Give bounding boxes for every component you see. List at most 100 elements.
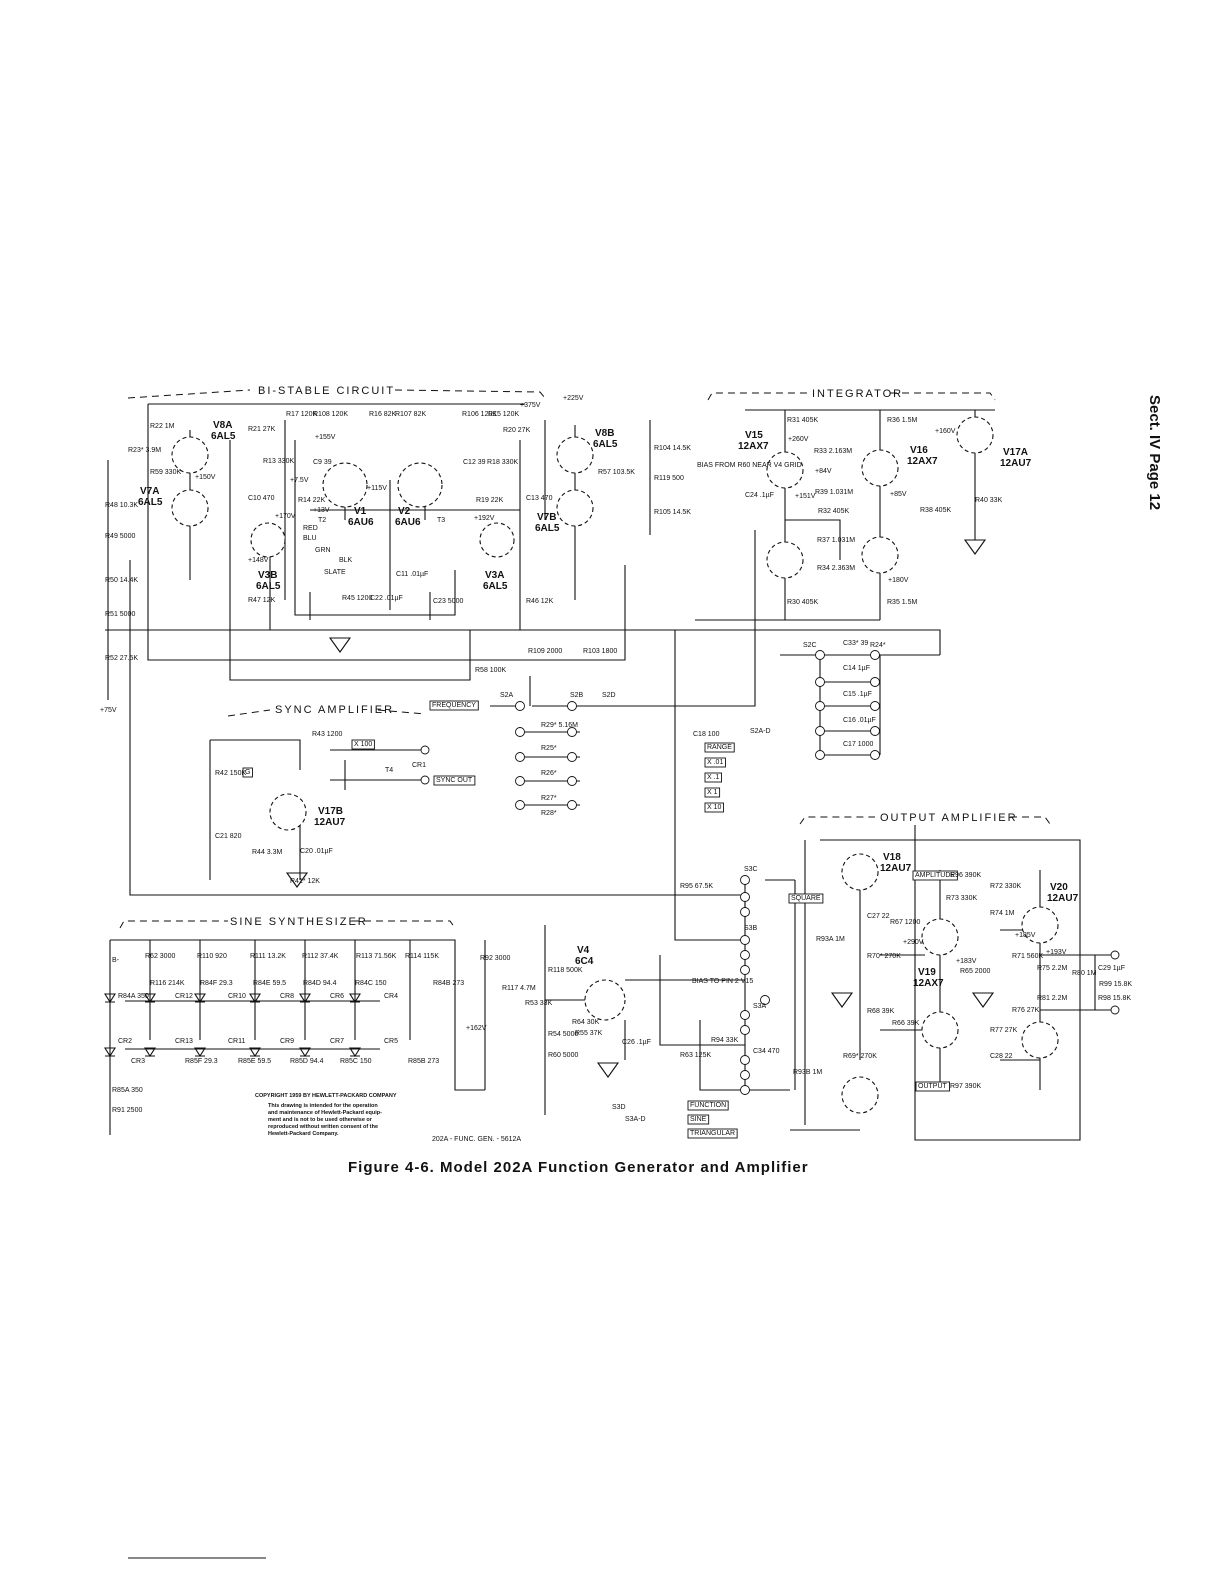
- component-label: R93A 1M: [816, 936, 845, 943]
- output-bracket: [799, 816, 1051, 825]
- component-label: R36 1.5M: [887, 417, 918, 424]
- component-label: R94 33K: [711, 1037, 739, 1044]
- tube-type-v18: 12AU7: [880, 863, 912, 874]
- component-label: CR4: [384, 993, 398, 1000]
- tube-envelope-v15a: [766, 451, 804, 489]
- component-label: X 100: [354, 741, 372, 748]
- tube-type-v8a: 6AL5: [211, 431, 236, 442]
- component-label: R48 10.3K: [105, 502, 138, 509]
- tube-envelope-v2: [397, 462, 443, 508]
- component-label: +84V: [815, 468, 832, 475]
- tube-envelope-v19b: [921, 1011, 959, 1049]
- component-label: R44 3.3M: [252, 849, 283, 856]
- component-label: R93B 1M: [793, 1069, 822, 1076]
- component-label: R54 5000: [548, 1031, 578, 1038]
- component-label: R84C 150: [355, 980, 387, 987]
- component-label: C34 470: [753, 1048, 780, 1055]
- component-label: R42 150K: [215, 770, 246, 777]
- component-label: CR5: [384, 1038, 398, 1045]
- tube-name-v17b: V17B: [318, 806, 343, 817]
- component-label: +85V: [890, 491, 907, 498]
- component-label: R45 1200: [342, 595, 372, 602]
- component-label: R76 27K: [1012, 1007, 1040, 1014]
- component-label: R64 30K: [572, 1019, 600, 1026]
- component-label: +13V: [313, 507, 330, 514]
- component-label: B-: [112, 957, 120, 964]
- component-label: X 1: [707, 789, 718, 796]
- component-label: S2D: [602, 692, 616, 699]
- tube-name-v3a: V3A: [485, 570, 504, 581]
- component-label: +375V: [520, 402, 541, 409]
- component-label: S2B: [570, 692, 584, 699]
- tube-envelope-v7a: [171, 489, 209, 527]
- component-label: R22 1M: [150, 423, 175, 430]
- component-label: R92 3000: [480, 955, 510, 962]
- tube-name-v1: V1: [354, 506, 367, 517]
- component-label: R49 5000: [105, 533, 135, 540]
- tube-type-v2: 6AU6: [395, 517, 421, 528]
- component-label: R98 15.8K: [1098, 995, 1131, 1002]
- component-label: R31 405K: [787, 417, 818, 424]
- diode-ladder: [104, 993, 361, 1058]
- drawing-number: 202A - FUNC. GEN. - 5612A: [432, 1136, 521, 1143]
- tube-envelope-v18b: [841, 1076, 879, 1114]
- component-label: +196V: [0, 0, 21, 2]
- component-label: R29* 5.16M: [541, 722, 578, 729]
- component-label: R84B 273: [433, 980, 464, 987]
- figure-caption: Figure 4-6. Model 202A Function Generato…: [348, 1159, 809, 1176]
- tube-envelope-v16b: [861, 536, 899, 574]
- tube-type-v4: 6C4: [575, 956, 594, 967]
- component-label: R91 2500: [112, 1107, 142, 1114]
- component-label: TRIANGULAR: [690, 1130, 735, 1137]
- tube-name-v8b: V8B: [595, 428, 614, 439]
- component-label: +162V: [466, 1025, 487, 1032]
- component-label: R23* 3.9M: [128, 447, 161, 454]
- component-label: R62 3000: [145, 953, 175, 960]
- component-label: X .01: [707, 759, 723, 766]
- component-label: BIAS FROM R60 NEAR V4 GRID: [697, 462, 802, 469]
- component-label: +75V: [100, 707, 117, 714]
- component-label: R85E 59.5: [238, 1058, 271, 1065]
- section-title-sine: SINE SYNTHESIZER: [230, 916, 368, 928]
- component-label: R16 82K: [369, 411, 397, 418]
- component-label: R63 125K: [680, 1052, 711, 1059]
- component-label: T2: [318, 517, 326, 524]
- component-label: C11 .01µF: [396, 571, 428, 578]
- component-label: R71 560K: [1012, 953, 1043, 960]
- component-label: R113 71.56K: [356, 953, 397, 960]
- label-box: [351, 739, 375, 750]
- component-label: R72 330K: [990, 883, 1021, 890]
- component-label: R99 15.8K: [1099, 981, 1132, 988]
- component-label: R21 27K: [248, 426, 276, 433]
- switch-contacts: [420, 650, 1120, 1095]
- component-label: R108 120K: [313, 411, 348, 418]
- component-label: T4: [385, 767, 393, 774]
- component-label: R19 22K: [476, 497, 504, 504]
- component-label: R43 1200: [312, 731, 342, 738]
- copyright-line-6: Hewlett-Packard Company.: [268, 1131, 339, 1137]
- component-label: CR9: [280, 1038, 294, 1045]
- component-label: C16 .01µF: [843, 717, 876, 724]
- component-label: R103 1800: [583, 648, 617, 655]
- component-label: C24 .1µF: [745, 492, 774, 499]
- component-label: G: [245, 769, 250, 776]
- component-label: R65 2000: [960, 968, 990, 975]
- tube-envelope-v19a: [921, 918, 959, 956]
- component-label: CR1: [412, 762, 426, 769]
- tube-type-v19: 12AX7: [913, 978, 944, 989]
- tube-envelope-v3a: [479, 522, 515, 558]
- component-label: T3: [437, 517, 445, 524]
- component-label: SYNC OUT: [436, 777, 473, 784]
- component-label: R107 82K: [395, 411, 426, 418]
- component-label: C20 .01µF: [300, 848, 333, 855]
- component-label: S3C: [744, 866, 758, 873]
- component-label: R33 2.163M: [814, 448, 852, 455]
- copyright-line-5: reproduced without written consent of th…: [268, 1124, 378, 1130]
- tube-type-v3b: 6AL5: [256, 581, 281, 592]
- sync-bracket: [227, 709, 426, 717]
- tube-name-v3b: V3B: [258, 570, 277, 581]
- label-box: [912, 870, 958, 881]
- section-title-output: OUTPUT AMPLIFIER: [880, 812, 1018, 824]
- component-label: CR13: [175, 1038, 193, 1045]
